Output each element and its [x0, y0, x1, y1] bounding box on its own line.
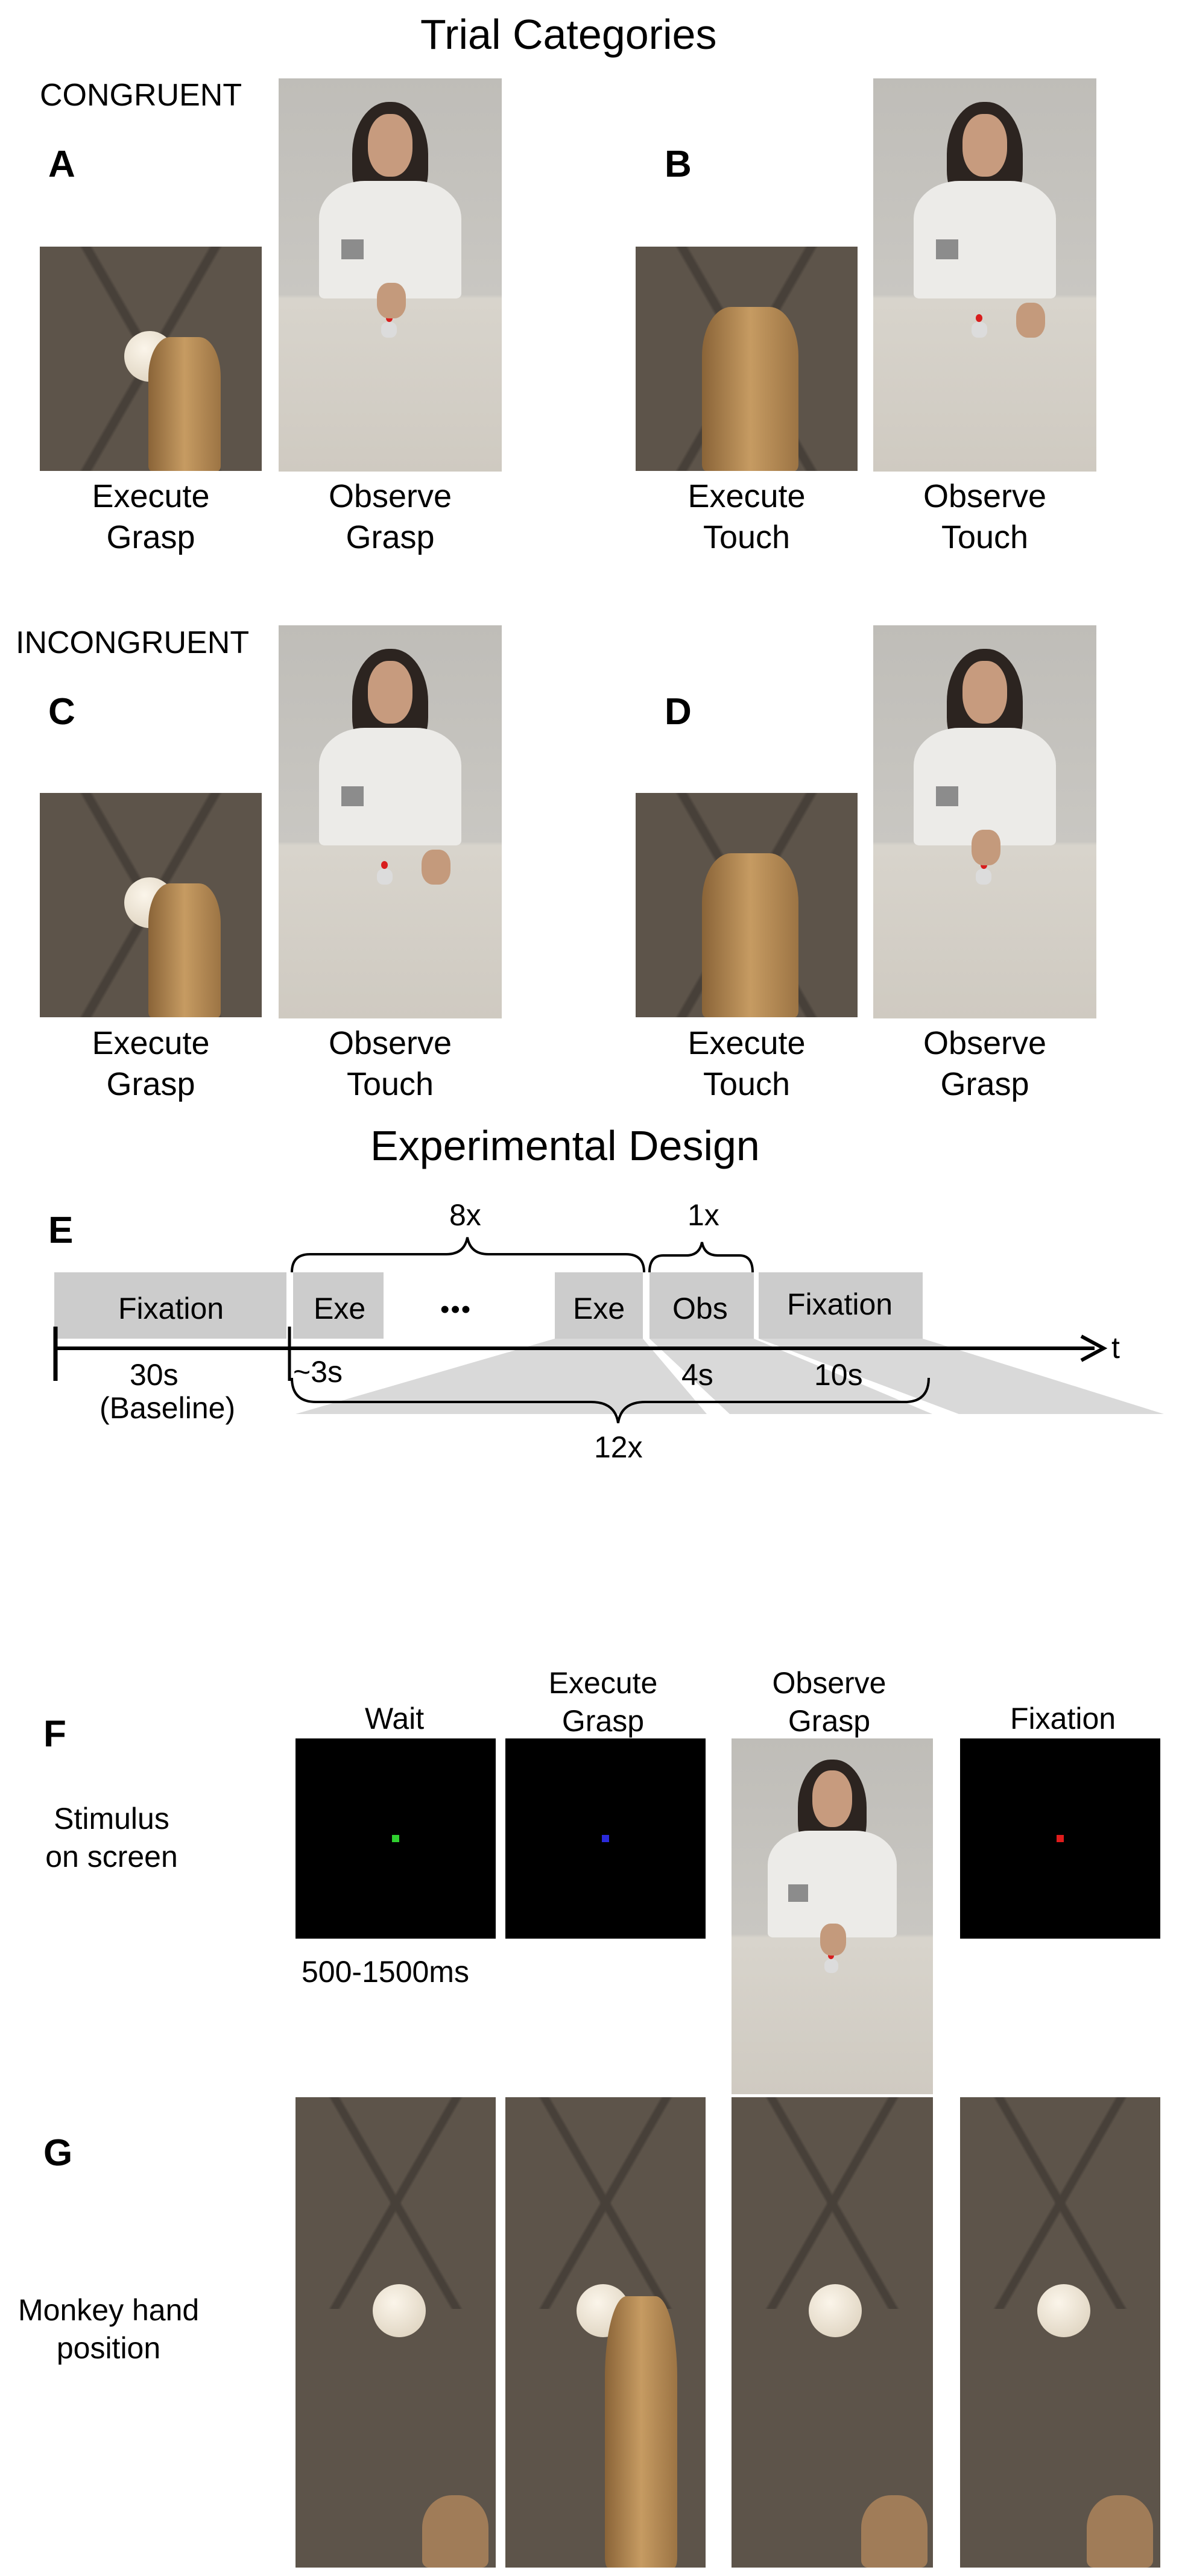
duration-10s: 10s: [814, 1358, 863, 1392]
zoom-wedge-exe: [296, 1339, 707, 1414]
timeline-box-exe1: [293, 1272, 384, 1339]
brace-12x: [291, 1377, 930, 1424]
timeline-label-obs: Obs: [672, 1292, 728, 1325]
photo-observe-grasp-f: [732, 1738, 933, 2094]
timeline-box-fixation2: [759, 1272, 923, 1339]
panel-letter-d: D: [665, 691, 692, 733]
photo-execute-touch-d: [636, 793, 858, 1017]
screen-wait: [296, 1738, 496, 1939]
photo-observe-grasp-d: [873, 625, 1096, 1018]
panel-letter-a: A: [48, 144, 75, 185]
hand-photo-fixation: [960, 2097, 1160, 2568]
hand-photo-execute: [505, 2097, 706, 2568]
timeline-label-exe1: Exe: [314, 1292, 366, 1325]
photo-observe-grasp-a: [279, 78, 502, 472]
panel-letter-b: B: [665, 144, 692, 185]
duration-500-1500ms: 500-1500ms: [302, 1955, 469, 1989]
screen-execute: [505, 1738, 706, 1939]
panel-letter-c: C: [48, 691, 75, 733]
photo-execute-grasp-a: [40, 247, 262, 471]
repeat-12x: 12x: [594, 1430, 643, 1464]
fixation-dot-red: [1057, 1835, 1064, 1842]
photo-observe-touch-c: [279, 625, 502, 1018]
duration-3s: ~3s: [293, 1355, 343, 1389]
timeline-box-obs: [649, 1272, 754, 1339]
hand-photo-observe: [732, 2097, 933, 2568]
title-trial-categories: Trial Categories: [420, 11, 717, 58]
label-baseline: (Baseline): [100, 1391, 236, 1425]
timeline-label-fixation: Fixation: [118, 1292, 224, 1325]
label-incongruent: INCONGRUENT: [16, 625, 250, 660]
label-congruent: CONGRUENT: [40, 78, 242, 113]
panel-letter-f: F: [43, 1713, 66, 1755]
timeline-ellipsis: •••: [440, 1295, 472, 1324]
repeat-8x: 8x: [449, 1198, 481, 1232]
repeat-1x: 1x: [687, 1198, 719, 1232]
duration-30s: 30s: [130, 1358, 179, 1392]
fixation-dot-blue: [602, 1835, 609, 1842]
hand-photo-wait: [296, 2097, 496, 2568]
fixation-dot-green: [392, 1835, 399, 1842]
panel-letter-e: E: [48, 1210, 74, 1251]
col-label-wait: Wait: [365, 1702, 425, 1735]
screen-fixation: [960, 1738, 1160, 1939]
duration-4s: 4s: [681, 1358, 713, 1392]
col-label-fixation: Fixation: [1010, 1702, 1116, 1735]
timeline-box-exe2: [555, 1272, 643, 1339]
zoom-wedge-obs: [649, 1339, 932, 1414]
zoom-wedge-fixation: [759, 1339, 1164, 1414]
timeline-box-fixation: [54, 1272, 286, 1339]
photo-observe-touch-b: [873, 78, 1096, 472]
title-experimental-design: Experimental Design: [370, 1122, 760, 1169]
axis-label-t: t: [1111, 1331, 1120, 1365]
timeline-label-fixation2: Fixation: [787, 1287, 893, 1321]
time-axis-arrowhead: [1080, 1334, 1108, 1362]
panel-letter-g: G: [43, 2132, 73, 2174]
brace-8x: [291, 1237, 645, 1273]
timeline-label-exe2: Exe: [573, 1292, 625, 1325]
photo-execute-grasp-c: [40, 793, 262, 1017]
brace-1x: [648, 1242, 754, 1273]
photo-execute-touch-b: [636, 247, 858, 471]
